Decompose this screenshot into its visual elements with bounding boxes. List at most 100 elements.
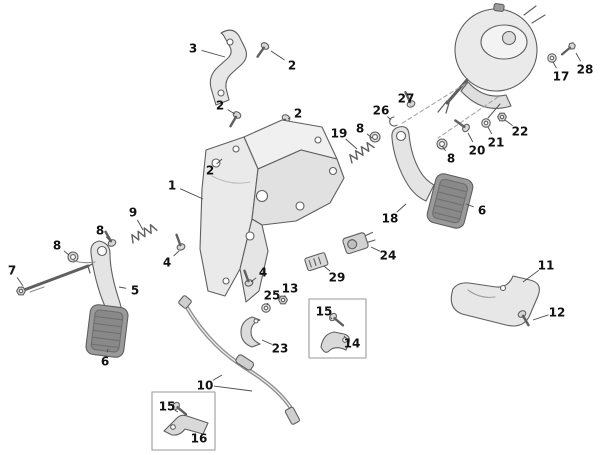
callout-leader-line — [396, 203, 407, 213]
part-cover-11 — [450, 275, 540, 327]
part-washer-21 — [481, 118, 491, 128]
callout-label-8: 8 — [356, 122, 364, 136]
part-switch-24 — [342, 231, 376, 255]
callout-leader-line — [330, 317, 333, 320]
callout-leader-line — [212, 374, 223, 381]
inset-box-small-parts-b — [151, 391, 216, 451]
part-bracket-16 — [163, 414, 209, 436]
callout-leader-line — [323, 265, 331, 272]
callout-label-16: 16 — [191, 432, 208, 446]
callout-leader-line — [441, 145, 446, 152]
callout-label-9: 9 — [129, 206, 137, 220]
callout-leader-line — [366, 133, 373, 139]
callout-leader-line — [522, 269, 540, 283]
callout-label-4: 4 — [259, 266, 267, 280]
callout-label-28: 28 — [577, 63, 594, 77]
callout-leader-line — [174, 409, 179, 413]
callout-label-1: 1 — [168, 179, 176, 193]
callout-leader-line — [270, 50, 285, 61]
callout-leader-line — [487, 126, 493, 135]
callout-label-15: 15 — [159, 400, 176, 414]
callout-leader-line — [137, 219, 144, 231]
callout-label-22: 22 — [512, 125, 529, 139]
callout-label-17: 17 — [553, 70, 570, 84]
callout-leader-line — [283, 295, 286, 298]
callout-leader-line — [16, 277, 24, 287]
callout-label-2: 2 — [206, 164, 214, 178]
callout-leader-line — [118, 286, 127, 289]
callout-leader-line — [504, 119, 513, 127]
callout-leader-line — [173, 250, 180, 257]
callout-label-2: 2 — [294, 107, 302, 121]
callout-label-13: 13 — [282, 282, 299, 296]
callout-label-29: 29 — [329, 271, 346, 285]
callout-label-6: 6 — [478, 204, 486, 218]
part-pad-6-right — [426, 173, 474, 229]
callout-label-6: 6 — [101, 355, 109, 369]
callout-leader-line — [345, 138, 358, 150]
callout-label-25: 25 — [264, 289, 281, 303]
part-rod-7 — [16, 261, 98, 296]
part-booster — [437, 3, 546, 119]
callout-leader-line — [343, 335, 346, 338]
part-screw-2a — [253, 40, 272, 61]
part-washer-17 — [547, 53, 557, 63]
callout-leader-line — [227, 109, 236, 115]
part-bolt-28 — [558, 40, 578, 59]
part-nut-22 — [497, 112, 507, 122]
callout-label-3: 3 — [189, 42, 197, 56]
part-lever-14 — [320, 331, 350, 353]
part-circlip-26 — [389, 116, 398, 127]
callout-label-19: 19 — [331, 127, 348, 141]
callout-leader-line — [467, 132, 474, 143]
callout-leader-line — [105, 236, 111, 242]
callout-label-14: 14 — [344, 337, 361, 351]
part-bracket-1 — [199, 119, 345, 303]
callout-label-2: 2 — [288, 59, 296, 73]
callout-label-10: 10 — [197, 379, 214, 393]
callout-label-7: 7 — [8, 264, 16, 278]
part-bushing-8b — [369, 131, 381, 143]
callout-label-18: 18 — [382, 212, 399, 226]
callout-leader-line — [106, 348, 109, 353]
part-bolt-4a — [171, 232, 187, 253]
callout-label-20: 20 — [469, 144, 486, 158]
callout-leader-line — [201, 49, 226, 58]
callout-leader-line — [387, 116, 392, 121]
callout-label-23: 23 — [272, 342, 289, 356]
callout-leader-line — [213, 385, 253, 392]
callout-leader-line — [261, 339, 272, 345]
part-washer-25 — [261, 303, 271, 313]
callout-leader-line — [465, 203, 474, 208]
part-pin-20 — [451, 116, 472, 135]
callout-leader-line — [370, 246, 381, 252]
callout-leader-line — [250, 277, 257, 283]
part-spring-9 — [128, 222, 158, 244]
callout-label-12: 12 — [549, 306, 566, 320]
part-screw-2b — [225, 109, 244, 130]
callout-leader-line — [287, 117, 291, 120]
callout-leader-line — [552, 61, 557, 69]
part-cable-10 — [178, 295, 301, 425]
part-pad-6-left — [85, 304, 129, 358]
callout-label-21: 21 — [488, 136, 505, 150]
callout-label-8: 8 — [53, 239, 61, 253]
diagram-shapes — [16, 3, 578, 451]
callout-label-8: 8 — [96, 224, 104, 238]
callout-label-15: 15 — [316, 305, 333, 319]
part-bracket-3 — [209, 29, 248, 106]
callout-label-11: 11 — [538, 259, 555, 273]
callout-leader-line — [63, 250, 70, 256]
callout-label-8: 8 — [447, 152, 455, 166]
inset-box-small-parts-a — [308, 298, 367, 359]
callout-label-27: 27 — [398, 92, 415, 106]
callout-label-5: 5 — [131, 284, 139, 298]
part-pedal-18 — [391, 126, 435, 202]
callout-label-24: 24 — [380, 249, 397, 263]
callout-leader-line — [266, 302, 269, 306]
part-bushing-8a — [436, 138, 448, 150]
callout-leader-line — [532, 314, 549, 321]
